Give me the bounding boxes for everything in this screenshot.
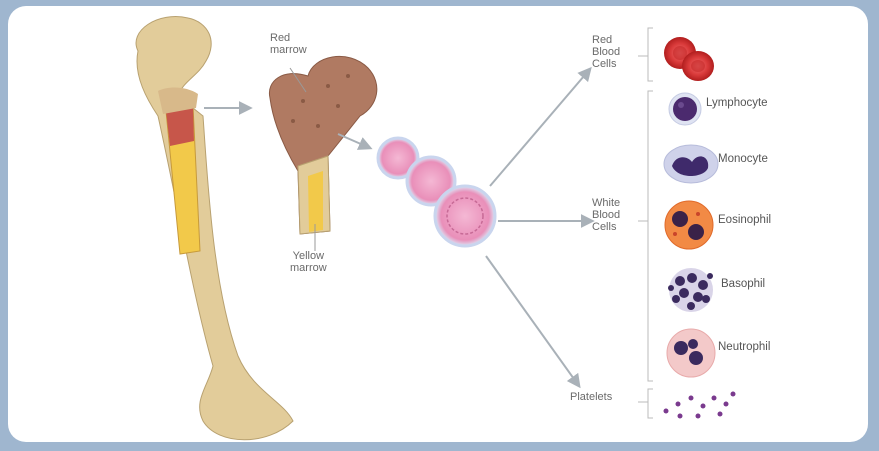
neutrophil-label: Neutrophil xyxy=(718,341,770,353)
red-blood-cells-image xyxy=(664,37,714,81)
eosinophil-image xyxy=(665,201,713,249)
eosinophil-label: Eosinophil xyxy=(718,214,771,226)
red-marrow-label: Redmarrow xyxy=(270,32,307,56)
diagram-card: Redmarrow Yellowmarrow RedBloodCells Whi… xyxy=(8,6,868,442)
bone-section xyxy=(269,56,376,234)
yellow-marrow-label: Yellowmarrow xyxy=(290,250,327,274)
white-blood-cells-label: WhiteBloodCells xyxy=(592,197,620,233)
lymphocyte-label: Lymphocyte xyxy=(706,97,768,109)
monocyte-image xyxy=(664,145,718,183)
platelets-label: Platelets xyxy=(570,391,612,403)
platelets-bracket xyxy=(648,389,653,418)
basophil-label: Basophil xyxy=(721,278,765,290)
arrow-to-platelets xyxy=(486,256,579,386)
platelets-image xyxy=(664,392,736,419)
neutrophil-image xyxy=(667,329,715,377)
monocyte-label: Monocyte xyxy=(718,153,768,165)
lymphocyte-image xyxy=(669,93,701,125)
stem-cells xyxy=(378,138,495,246)
arrow-section-to-stem xyxy=(338,134,370,148)
rbc-bracket xyxy=(648,28,653,81)
red-blood-cells-label: RedBloodCells xyxy=(592,34,620,70)
arrow-to-rbc xyxy=(490,69,590,186)
wbc-bracket xyxy=(648,91,653,381)
basophil-image xyxy=(668,268,713,312)
femur-bone xyxy=(136,17,293,440)
diagram-canvas xyxy=(8,6,879,451)
